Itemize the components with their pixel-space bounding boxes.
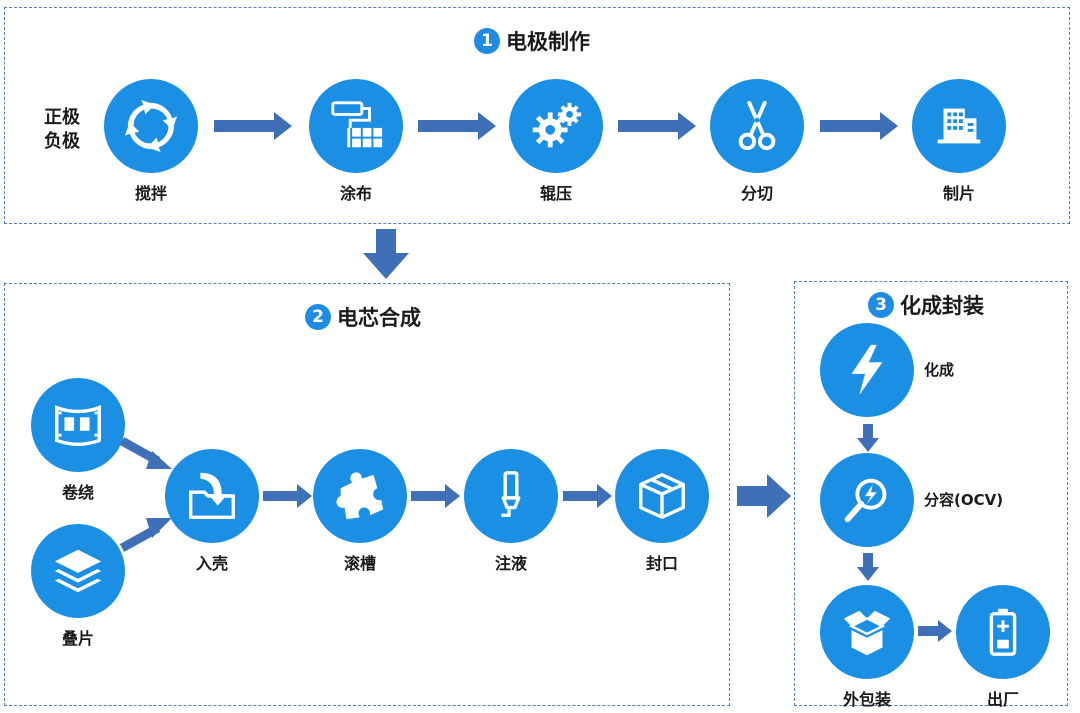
- lightning-icon: [851, 344, 883, 396]
- step-rolling-circle: [509, 79, 603, 173]
- step-stacking-circle: [31, 524, 125, 618]
- step-slitting-label: 分切: [740, 184, 773, 203]
- step-slitting: 分切: [710, 79, 804, 203]
- step-coating: 涂布: [309, 79, 403, 203]
- arrow-mixing-to-coating: [214, 112, 292, 140]
- step-slitting-circle: [710, 79, 804, 173]
- step-mixing-label: 搅拌: [134, 184, 167, 203]
- section-electrode-making: [4, 7, 1070, 224]
- section-2-title-text: 电芯合成: [337, 306, 421, 330]
- section-formation-packaging: [794, 281, 1068, 706]
- step-outer-packaging: 外包装: [820, 585, 914, 709]
- arrow-rolling-to-slitting: [618, 112, 696, 140]
- step-mixing: 搅拌: [104, 79, 198, 203]
- arrow-grading-to-packaging: [857, 553, 879, 581]
- step-formation-label: 化成: [924, 361, 955, 379]
- box-icon: [639, 473, 685, 519]
- step-capacity-grading-circle: [820, 453, 914, 547]
- step-casing-label: 入壳: [195, 554, 228, 573]
- step-stacking: 叠片: [31, 524, 125, 648]
- step-die-cutting: 制片: [912, 79, 1006, 203]
- step-grooving: 滚槽: [313, 449, 407, 573]
- step-formation: 化成: [820, 323, 954, 417]
- section-1-title: 1 电极制作: [474, 26, 590, 56]
- section-cell-assembly: [4, 283, 730, 706]
- step-capacity-grading-label: 分容(OCV): [924, 491, 1004, 509]
- folder-insert-icon: [189, 472, 235, 519]
- arrow-formation-to-grading: [857, 424, 879, 452]
- section-3-title: 3 化成封装: [868, 290, 984, 320]
- section-2-title: 2 电芯合成: [305, 302, 421, 332]
- step-electrolyte-filling-label: 注液: [494, 554, 527, 573]
- magnifier-lightning-icon: [844, 478, 887, 523]
- step-grooving-label: 滚槽: [343, 554, 376, 573]
- input-positive-label: 正极: [44, 107, 80, 128]
- paint-roller-icon: [331, 101, 383, 148]
- gears-icon: [532, 102, 582, 148]
- scissors-icon: [738, 100, 776, 151]
- input-negative-label: 负极: [44, 131, 80, 152]
- step-outer-packaging-circle: [820, 585, 914, 679]
- arrow-winding-to-casing: [119, 437, 172, 469]
- step-rolling-label: 辊压: [539, 184, 572, 203]
- step-stacking-label: 叠片: [61, 629, 94, 648]
- step-formation-circle: [820, 323, 914, 417]
- rotate-cycle-icon: [124, 99, 178, 153]
- puzzle-icon: [336, 472, 384, 520]
- open-box-icon: [843, 610, 891, 656]
- section-3-title-text: 化成封装: [900, 294, 984, 318]
- step-electrolyte-filling-circle: [464, 449, 558, 543]
- section-3-number-badge: 3: [868, 292, 894, 318]
- layers-icon: [54, 549, 102, 593]
- building-icon: [937, 108, 981, 144]
- arrow-coating-to-rolling: [418, 112, 496, 140]
- step-sealing-circle: [615, 449, 709, 543]
- step-winding-circle: [31, 378, 125, 472]
- section-1-number-badge: 1: [474, 28, 500, 54]
- marker-pen-icon: [501, 471, 521, 518]
- section-2-number-badge: 2: [305, 304, 331, 330]
- arrow-filling-to-sealing: [563, 484, 612, 508]
- arrow-slitting-to-die-cutting: [820, 112, 898, 140]
- step-winding: 卷绕: [31, 378, 125, 502]
- arrow-packaging-to-shipping: [918, 620, 952, 642]
- arrow-grooving-to-filling: [411, 484, 460, 508]
- step-grooving-circle: [313, 449, 407, 543]
- arrow-stacking-to-casing: [119, 518, 172, 552]
- step-shipping-circle: [956, 585, 1050, 679]
- arrow-cell-to-formation: [737, 474, 791, 518]
- step-sealing: 封口: [615, 449, 709, 573]
- step-capacity-grading: 分容(OCV): [820, 453, 1003, 547]
- step-coating-circle: [309, 79, 403, 173]
- arrow-electrode-to-cell: [363, 229, 409, 279]
- step-rolling: 辊压: [509, 79, 603, 203]
- step-casing-circle: [165, 449, 259, 543]
- step-outer-packaging-label: 外包装: [842, 690, 891, 709]
- step-shipping-label: 出厂: [986, 690, 1019, 709]
- battery-icon: [989, 608, 1017, 656]
- step-shipping: 出厂: [956, 585, 1050, 709]
- step-winding-label: 卷绕: [61, 483, 94, 502]
- step-electrolyte-filling: 注液: [464, 449, 558, 573]
- step-die-cutting-circle: [912, 79, 1006, 173]
- step-casing: 入壳: [165, 449, 259, 573]
- section-1-title-text: 电极制作: [506, 30, 590, 54]
- arrow-casing-to-grooving: [263, 484, 312, 508]
- film-roll-icon: [55, 405, 101, 447]
- step-sealing-label: 封口: [645, 554, 678, 573]
- step-mixing-circle: [104, 79, 198, 173]
- step-coating-label: 涂布: [339, 184, 372, 203]
- step-die-cutting-label: 制片: [942, 184, 975, 203]
